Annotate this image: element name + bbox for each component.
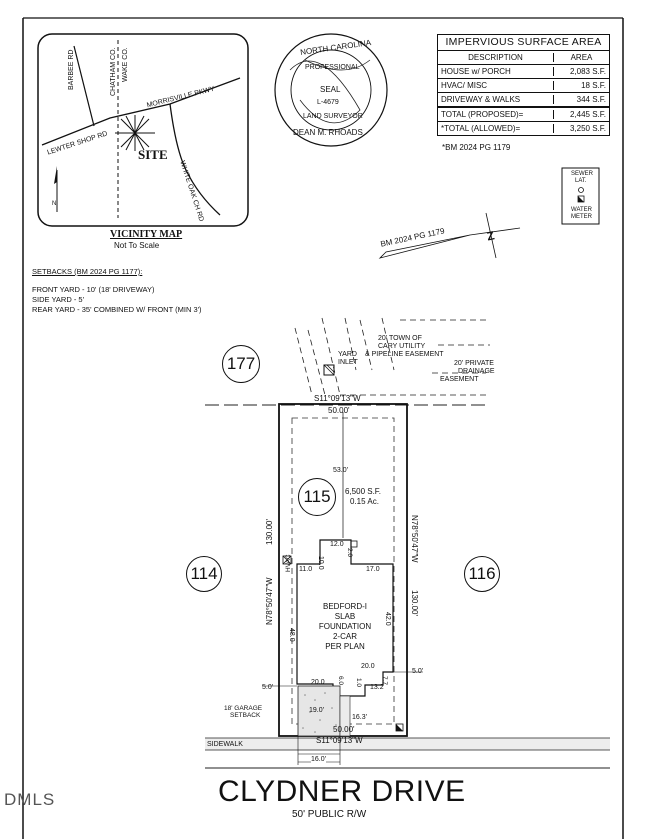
street-name: CLYDNER DRIVE xyxy=(218,775,466,808)
setback-line: FRONT YARD - 10' (18' DRIVEWAY) xyxy=(32,285,155,294)
column-area: AREA xyxy=(570,53,593,62)
row-area: 2,083 S.F. xyxy=(569,67,606,76)
water-meter-label: WATER xyxy=(571,207,592,213)
dim-driveway-width: 19.0' xyxy=(309,707,324,714)
street-right-of-way: 50' PUBLIC R/W xyxy=(292,809,367,820)
easement-text: & PIPELINE EASEMENT xyxy=(365,351,444,358)
dim-rear-setback: 53.0' xyxy=(333,467,348,474)
easement-text: DRAINAGE xyxy=(458,368,495,375)
total-allowed-value: 3,250 S.F. xyxy=(569,124,606,133)
table-title: IMPERVIOUS SURFACE AREA xyxy=(438,35,609,51)
table-row: HOUSE w/ PORCH 2,083 S.F. xyxy=(438,65,609,79)
dim-front-left: 20.0 xyxy=(311,679,325,686)
dim-front-right: 20.0 xyxy=(361,663,375,670)
impervious-surface-table: IMPERVIOUS SURFACE AREA DESCRIPTION AREA… xyxy=(437,34,610,136)
total-proposed-row: TOTAL (PROPOSED)= 2,445 S.F. xyxy=(438,107,609,122)
lot-area-ac: 0.15 Ac. xyxy=(350,497,379,506)
sewer-label-2: LAT. xyxy=(575,178,587,184)
dim-porch-width: 6.0 xyxy=(337,676,344,686)
hvac-label: HVAC xyxy=(285,554,292,572)
dim-left-depth: 48.0 xyxy=(288,628,295,642)
road-label: BARBEE RD xyxy=(68,49,75,90)
lot-number-left: 114 xyxy=(186,556,222,592)
road-label: WAKE CO. xyxy=(122,47,129,82)
total-proposed-value: 2,445 S.F. xyxy=(569,110,606,119)
bearing-left: N78°50'47"W xyxy=(265,577,274,625)
seal-center-label: SEAL xyxy=(320,85,341,94)
dim-right-depth: 42.0 xyxy=(384,612,391,626)
distance-bottom: 50.00' xyxy=(333,725,355,734)
row-description: HOUSE w/ PORCH xyxy=(438,67,554,76)
house-line: PER PLAN xyxy=(325,642,365,651)
site-label: SITE xyxy=(138,147,168,162)
vicinity-map-subtitle: Not To Scale xyxy=(114,241,160,250)
house-line: FOUNDATION xyxy=(318,622,372,631)
house-line: SLAB xyxy=(334,612,356,621)
dim-front-setback: 16.3' xyxy=(352,714,367,721)
lot-number-rear: 177 xyxy=(222,345,260,383)
bearing-right: N78°50'47"W xyxy=(410,515,419,563)
column-description: DESCRIPTION xyxy=(438,53,554,62)
house-line: 2-CAR xyxy=(332,632,357,641)
row-description: DRIVEWAY & WALKS xyxy=(438,95,554,104)
sidewalk-label: SIDEWALK xyxy=(207,741,243,748)
setbacks-title: SETBACKS (BM 2024 PG 1177): xyxy=(32,267,143,276)
distance-top: 50.00' xyxy=(328,406,350,415)
table-row: HVAC/ MISC 18 S.F. xyxy=(438,79,609,93)
house-line: BEDFORD-I xyxy=(323,602,367,611)
seal-inner-text: PROFESSIONAL xyxy=(305,64,360,71)
table-header-row: DESCRIPTION AREA xyxy=(438,51,609,65)
row-area: 18 S.F. xyxy=(581,81,606,90)
vicinity-map-title: VICINITY MAP xyxy=(110,229,183,240)
lot-number-right: 116 xyxy=(464,556,500,592)
total-allowed-label: *TOTAL (ALLOWED)= xyxy=(438,124,554,133)
setback-line: SIDE YARD - 5' xyxy=(32,295,85,304)
dim-bump-width: 12.0 xyxy=(330,541,344,548)
dim-bump-depth: 10.0 xyxy=(317,556,324,570)
surveyor-seal xyxy=(274,33,388,147)
watermark: DMLS xyxy=(4,790,56,809)
total-proposed-label: TOTAL (PROPOSED)= xyxy=(438,110,554,119)
distance-left: 130.00' xyxy=(265,519,274,545)
distance-right: 130.00' xyxy=(410,590,419,616)
easement-text: EASEMENT xyxy=(440,376,479,383)
easement-text: 20' PRIVATE xyxy=(454,360,494,367)
vicinity-map-frame xyxy=(37,33,249,227)
dim-left-back: 11.0 xyxy=(299,566,313,573)
lot-number-subject: 115 xyxy=(298,478,336,516)
seal-name: DEAN M. RHOADS xyxy=(293,128,363,137)
garage-setback-label: 18' GARAGE xyxy=(224,705,263,712)
table-row: DRIVEWAY & WALKS 344 S.F. xyxy=(438,93,609,107)
road-label: CHATHAM CO. xyxy=(110,47,117,96)
yard-inlet-label-2: INLET xyxy=(338,359,358,366)
dim-side-left-setback: 5.0' xyxy=(262,684,274,691)
dim-right-back: 17.0 xyxy=(366,566,380,573)
seal-lower-text: LAND SURVEYOR xyxy=(303,113,363,120)
dim-bump-side: 2.0 xyxy=(346,548,353,558)
table-footnote: *BM 2024 PG 1179 xyxy=(442,143,511,152)
dim-side-right-setback: 5.0' xyxy=(412,668,424,675)
bearing-bottom: S11°09'13"W xyxy=(316,736,363,745)
water-meter-label-2: METER xyxy=(571,214,592,220)
lot-area-sf: 6,500 S.F. xyxy=(345,487,382,496)
row-area: 344 S.F. xyxy=(576,95,606,104)
garage-setback-label-2: SETBACK xyxy=(230,712,261,719)
north-label: N xyxy=(52,201,57,207)
easement-text: 20' TOWN OF xyxy=(378,335,422,342)
yard-inlet-label: YARD xyxy=(338,351,357,358)
row-description: HVAC/ MISC xyxy=(438,81,554,90)
setback-line: REAR YARD - 35' COMBINED W/ FRONT (MIN 3… xyxy=(32,305,202,314)
easement-text: CARY UTILITY xyxy=(378,343,426,350)
house-description: BEDFORD-I SLAB FOUNDATION 2-CAR PER PLAN xyxy=(305,602,385,652)
seal-license: L-4679 xyxy=(317,99,339,106)
sewer-label: SEWER xyxy=(571,171,594,177)
bearing-top: S11°09'13"W xyxy=(314,394,361,403)
dim-sidewalk-width: 16.0' xyxy=(311,756,326,763)
total-allowed-row: *TOTAL (ALLOWED)= 3,250 S.F. xyxy=(438,122,609,135)
dim-garage-offset: 13.2 xyxy=(370,684,384,691)
dim-porch-depth: 1.0 xyxy=(355,678,362,688)
